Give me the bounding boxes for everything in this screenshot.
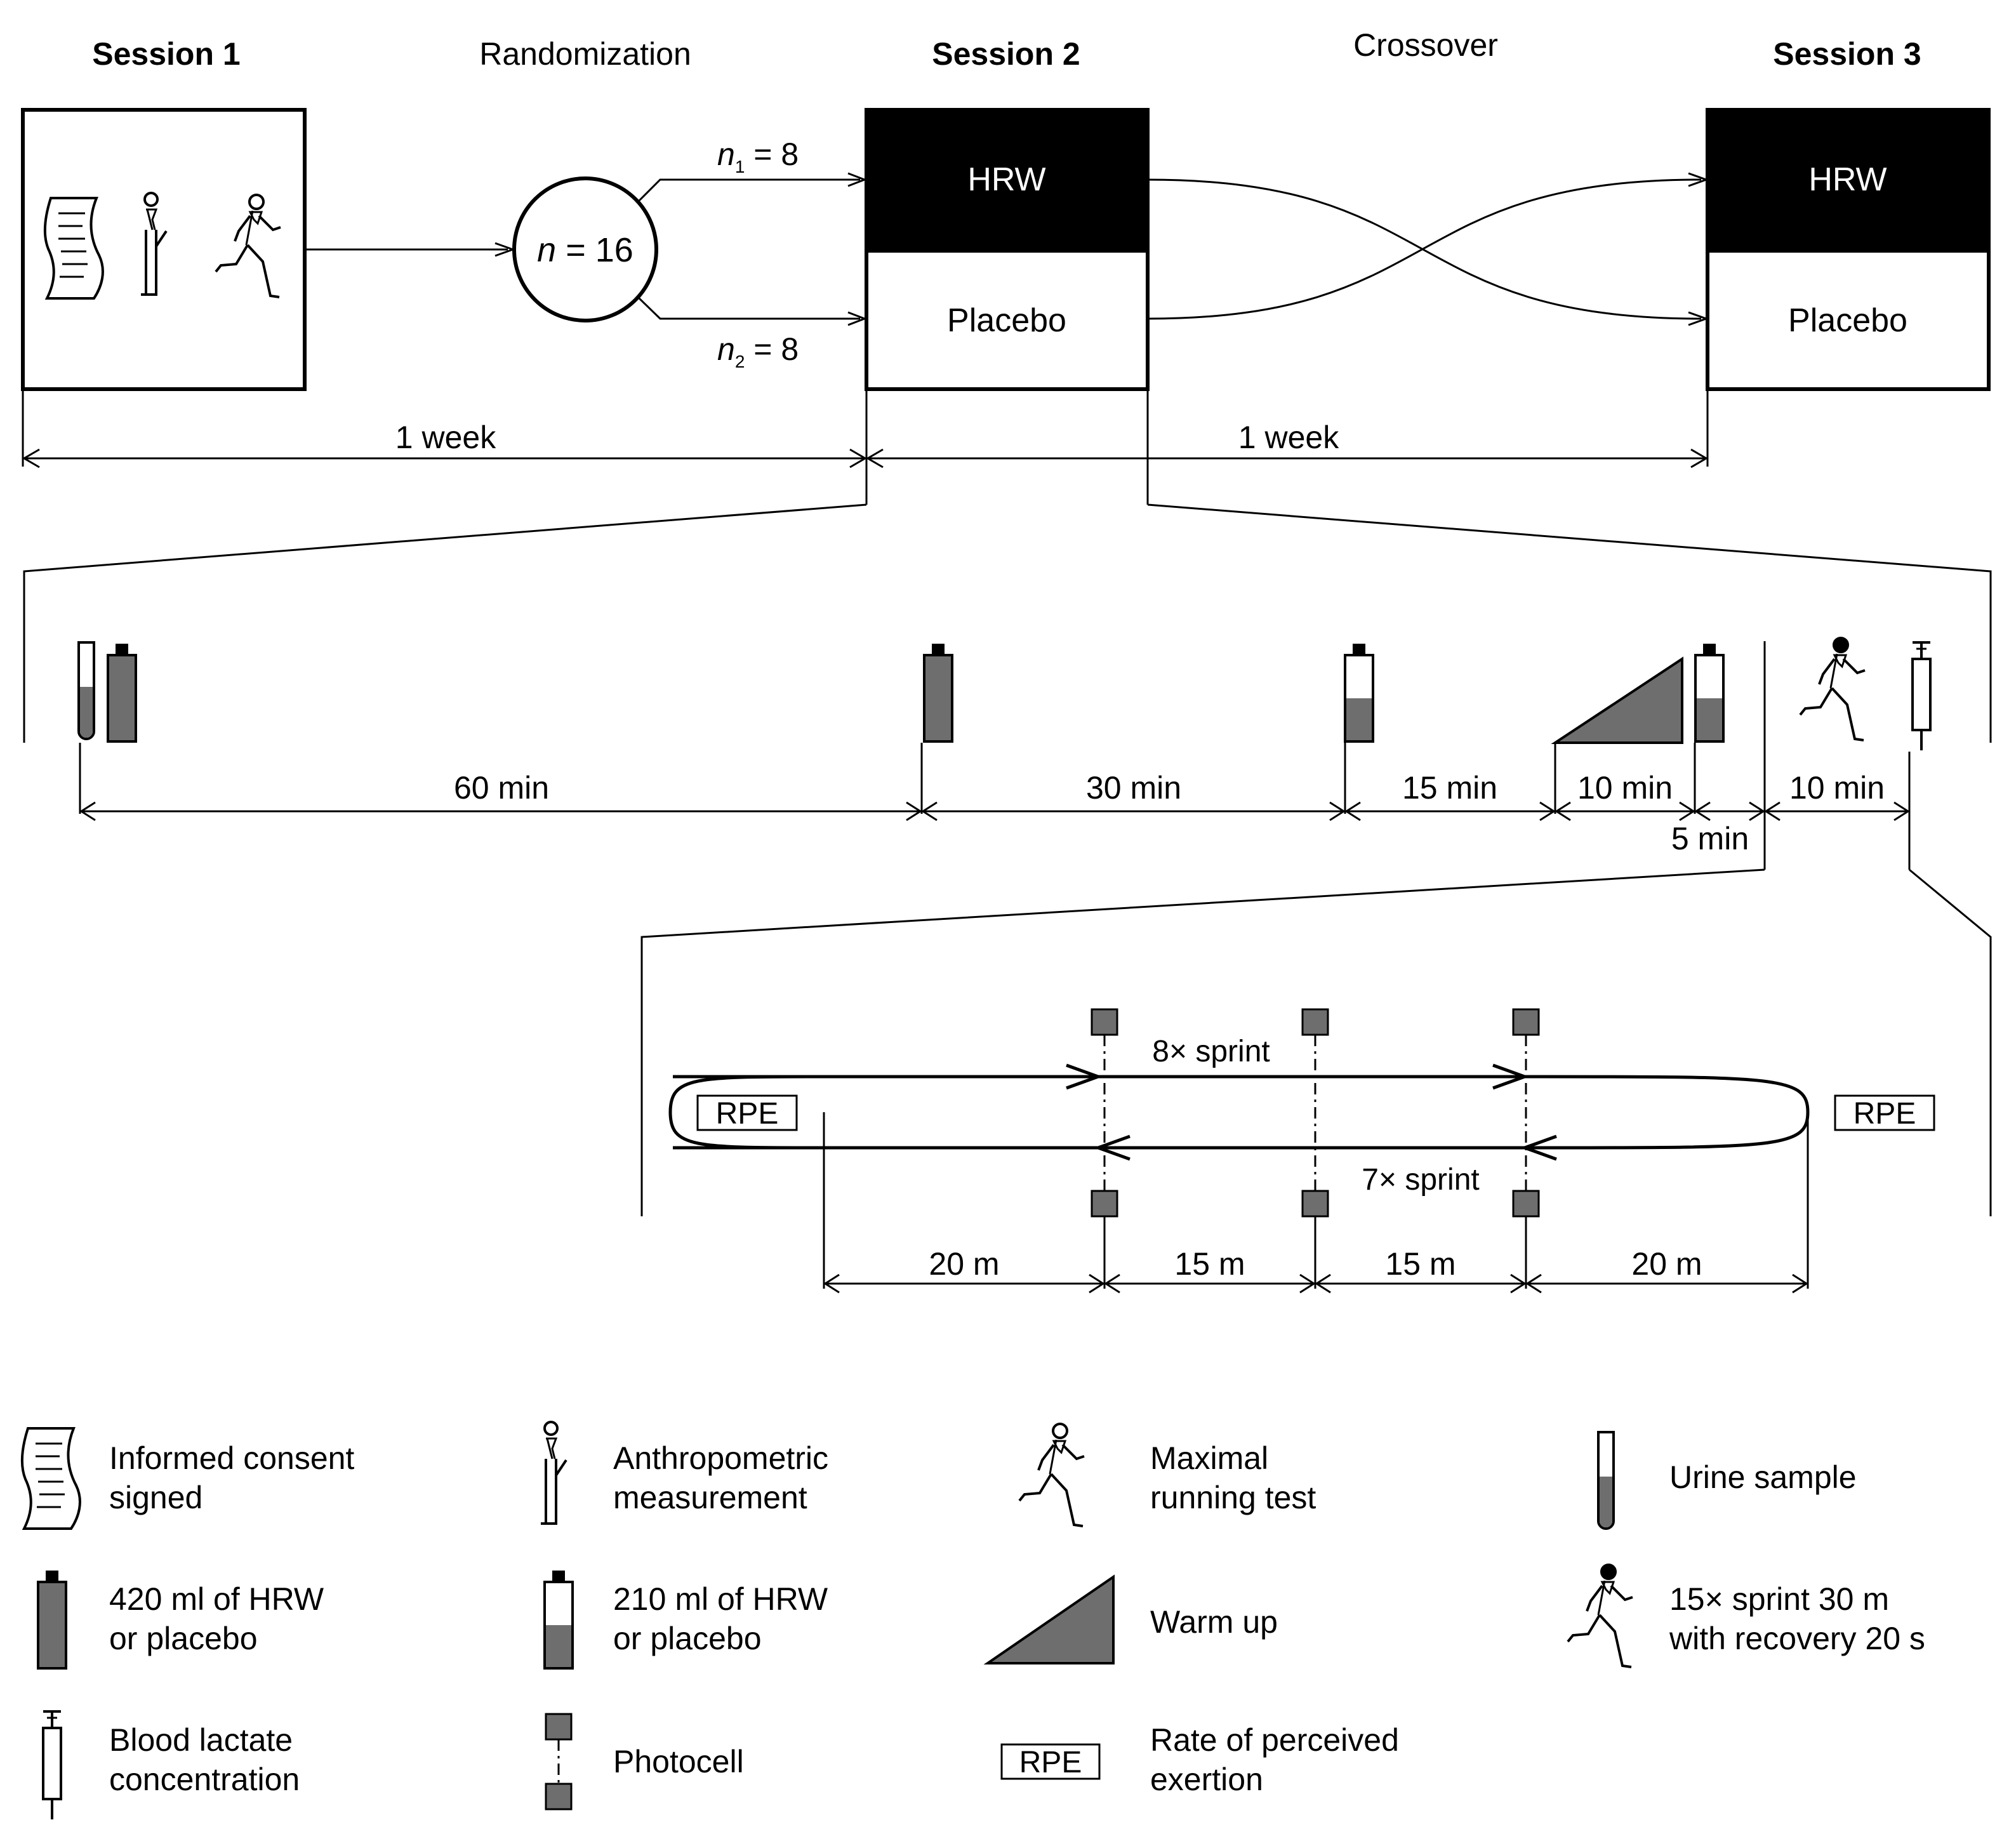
d3-label: 15 m [1385,1246,1456,1282]
legend-warmup-text: Warm up [1150,1604,1278,1640]
session3-hrw-box [1706,108,1991,253]
branch-n1 [637,178,860,203]
label-60min: 60 min [454,770,549,806]
session2-placebo-box [865,249,1150,391]
n-total-label: n = 16 [537,231,633,269]
randomization-circle [512,176,658,322]
session1-header: Session 1 [92,36,240,72]
legend-anthro-text-2: measurement [613,1480,807,1515]
warm-up-icon [1551,656,1683,744]
legend-maxrun-text: Maximal [1150,1440,1268,1476]
d2-label: 15 m [1174,1246,1245,1282]
distance-15m-a [1104,1273,1316,1294]
legend-b210-text-2: or placebo [613,1621,762,1656]
session3-hrw-label: HRW [1808,161,1887,198]
session2-placebo-label: Placebo [947,302,1066,339]
legend-rpe-text-2: exertion [1150,1762,1263,1797]
distance-20m-left [823,1273,1105,1294]
legend-lactate-text: Blood lactate [109,1722,293,1758]
d4-label: 20 m [1631,1246,1702,1282]
interval-10min-sprint [1764,801,1910,821]
week1-interval [22,448,867,468]
crossover-placebo-to-hrw [1147,178,1702,320]
legend-maxrun-icon [1018,1423,1085,1527]
session3-header: Session 3 [1773,36,1921,72]
sprint-back-label: 7× sprint [1362,1163,1479,1197]
n1-label: n1 = 8 [717,136,799,176]
label-5min: 5 min [1671,821,1749,856]
week2-label: 1 week [1238,420,1339,455]
rpe-right-label: RPE [1854,1097,1916,1131]
legend-sprint-text: 15× sprint 30 m [1669,1581,1889,1617]
sprint-track [668,1075,1810,1150]
legend: Informed consent signed Anthropometric m… [20,1421,1925,1821]
photocell-gate-1 [1091,1008,1118,1218]
distance-15m-b [1315,1273,1527,1294]
legend-anthro-text: Anthropometric [613,1440,828,1476]
crossover-header: Crossover [1353,27,1498,63]
bottle-420-icon [107,642,137,743]
legend-b420-text: 420 ml of HRW [109,1581,324,1617]
legend-photocell-icon [545,1713,573,1810]
legend-urine-text: Urine sample [1669,1459,1857,1495]
label-30min: 30 min [1086,770,1181,806]
legend-lactate-icon [42,1710,62,1821]
bottle-210-icon [1694,642,1725,743]
legend-lactate-text-2: concentration [109,1762,300,1797]
label-10min-sprint: 10 min [1789,770,1885,806]
legend-consent-text-2: signed [109,1480,202,1515]
interval-30min [921,801,1346,821]
legend-urine-icon [1597,1431,1615,1530]
session2-hrw-label: HRW [967,161,1045,198]
legend-maxrun-text-2: running test [1150,1480,1316,1515]
legend-sprint-text-2: with recovery 20 s [1669,1621,1925,1656]
rpe-box-right [1834,1094,1935,1131]
interval-15min [1344,801,1556,821]
session3-placebo-label: Placebo [1788,302,1907,339]
zoom-lines-session2 [23,503,1992,743]
legend-photocell-text: Photocell [613,1744,744,1779]
session2-header: Session 2 [932,36,1080,72]
legend-consent-icon [20,1427,81,1530]
zoom-lines-sprint [640,868,1992,1216]
legend-b420-text-2: or placebo [109,1621,258,1656]
randomization-header: Randomization [479,36,691,72]
legend-rpe-box [1000,1743,1101,1780]
branch-n2 [637,296,860,320]
bottle-420-icon [923,642,953,743]
label-10min-warmup: 10 min [1577,770,1673,806]
legend-bottle420-icon [37,1569,67,1670]
rpe-box-left [696,1094,798,1131]
legend-rpe-text: Rate of perceived [1150,1722,1399,1758]
session3-placebo-box [1706,249,1991,391]
interval-5min [1694,801,1765,821]
label-15min: 15 min [1402,770,1497,806]
legend-consent-text: Informed consent [109,1440,354,1476]
blood-lactate-icon [1911,641,1932,752]
photocell-gate-2 [1301,1008,1329,1218]
sprint-runner-icon [1799,637,1866,741]
legend-rpe-box-label: RPE [1019,1746,1082,1779]
n2-label: n2 = 8 [717,331,799,371]
interval-10min-warmup [1555,801,1695,821]
d1-label: 20 m [929,1246,999,1282]
legend-sprint-icon [1567,1564,1634,1668]
interval-60min [79,801,922,821]
sprint-out-label: 8× sprint [1152,1035,1270,1068]
legend-anthro-icon [540,1421,567,1525]
legend-warmup-icon [983,1574,1115,1664]
legend-bottle210-icon [543,1569,574,1670]
rpe-left-label: RPE [716,1097,779,1131]
distance-20m-right [1525,1273,1808,1294]
bottle-210-icon [1344,642,1374,743]
sprint-arrowheads [1066,1063,1557,1161]
week1-label: 1 week [395,420,496,455]
week2-interval [866,448,1708,468]
legend-b210-text: 210 ml of HRW [613,1581,828,1617]
urine-sample-icon [77,641,95,740]
photocell-gate-3 [1512,1008,1540,1218]
